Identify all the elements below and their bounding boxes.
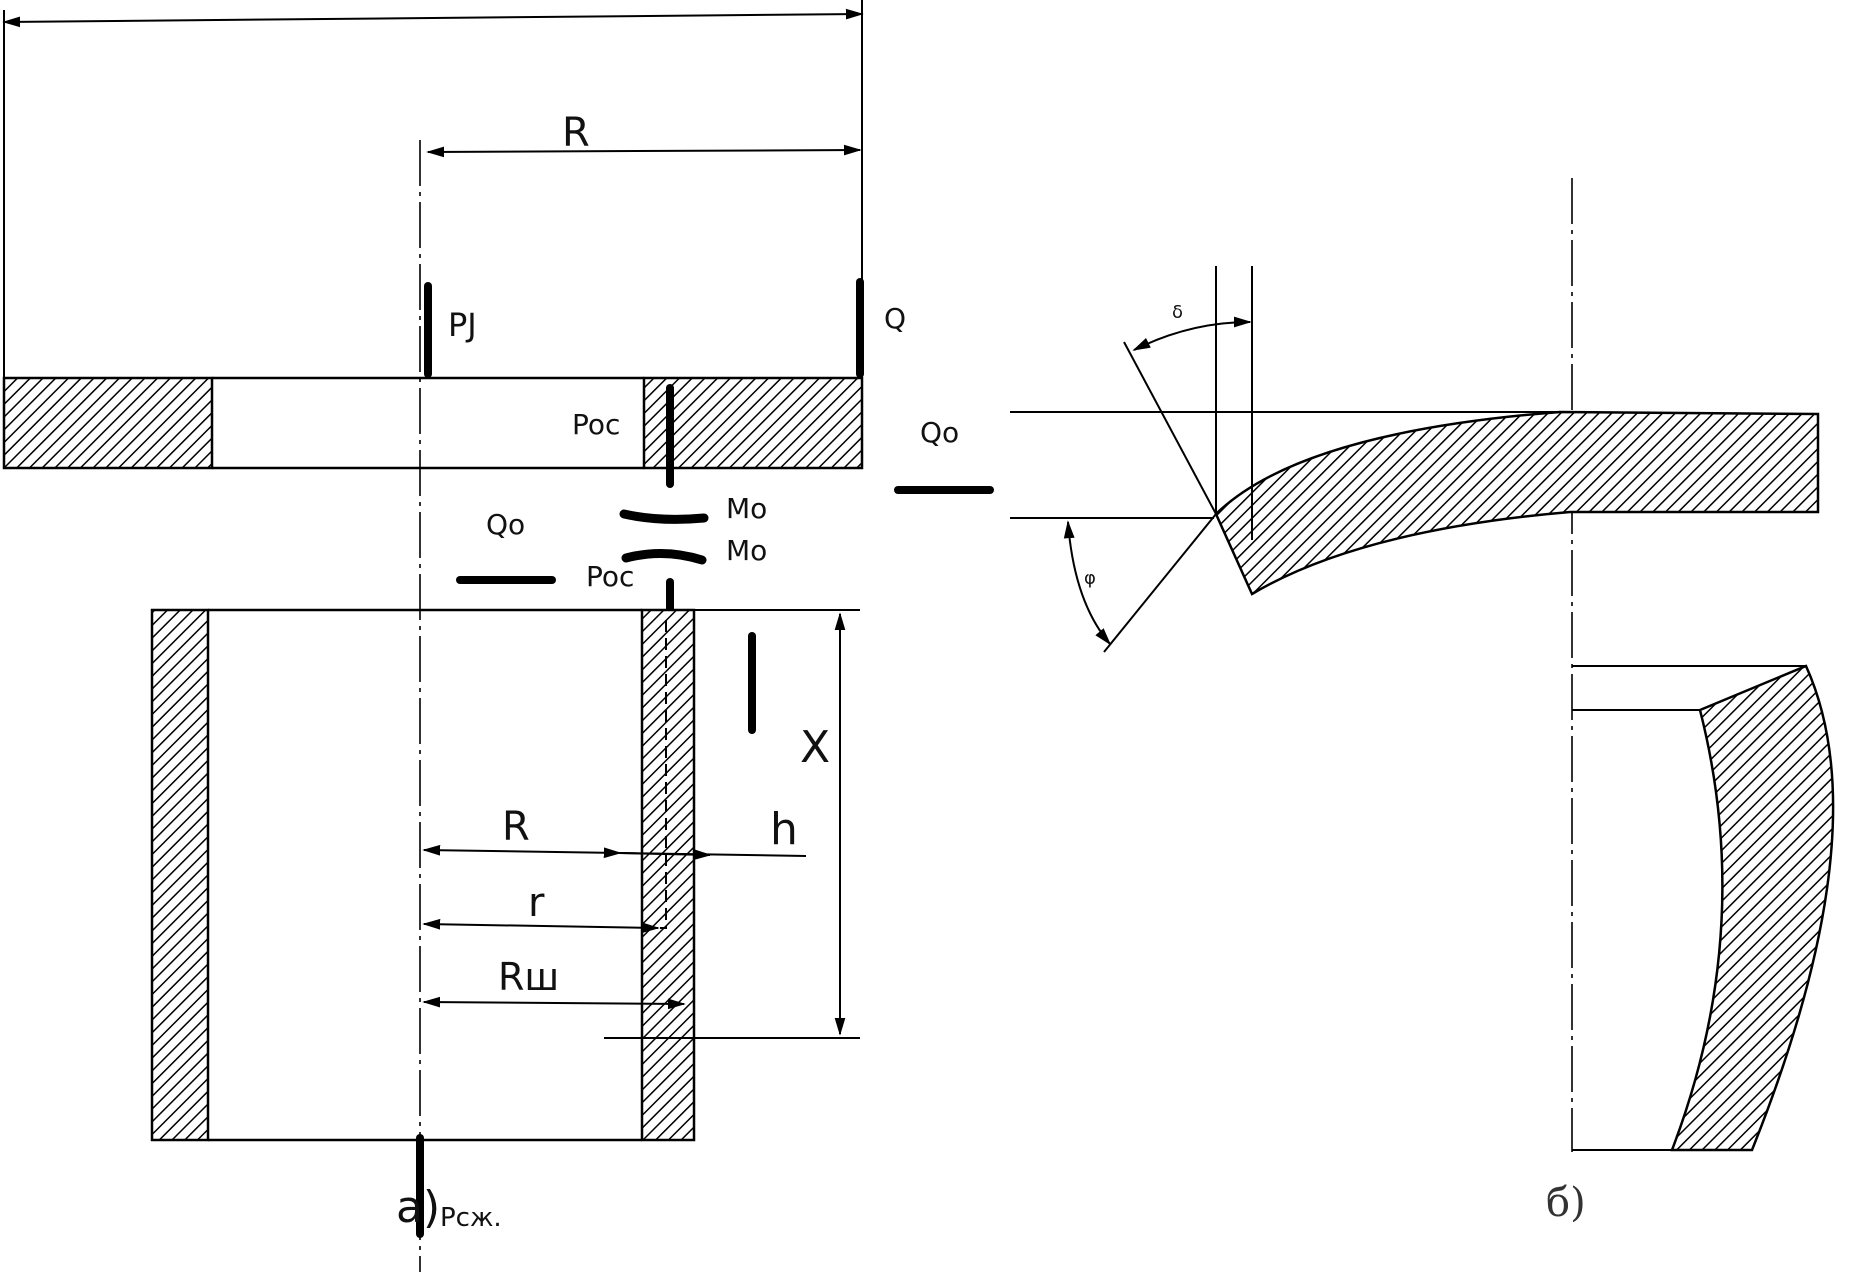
curved-shell-wall bbox=[1670, 664, 1835, 1152]
pj-label: PJ bbox=[448, 306, 477, 344]
shell-right-wall bbox=[640, 608, 696, 1142]
left-view: R PJ Q Poc Qo Qo Mo Mo Poc bbox=[2, 0, 994, 1272]
inclined-line-upper bbox=[1123, 341, 1217, 515]
top-plate bbox=[2, 376, 864, 470]
inclined-line-lower bbox=[1103, 513, 1217, 653]
cylindrical-shell bbox=[150, 608, 696, 1142]
mo-lower-moment-arrow bbox=[621, 548, 707, 565]
phi-angle-arc bbox=[1063, 520, 1112, 646]
right-view-caption: б) bbox=[1546, 1180, 1586, 1226]
h-label: h bbox=[770, 804, 798, 855]
phi-label: φ bbox=[1084, 568, 1096, 589]
shell-wall-section bbox=[1572, 664, 1835, 1152]
delta-label: δ bbox=[1172, 302, 1183, 323]
r-inner-label: r bbox=[528, 880, 545, 926]
x-label: X bbox=[800, 722, 830, 773]
mo-lower-label: Mo bbox=[726, 534, 767, 567]
mo-upper-label: Mo bbox=[726, 492, 767, 525]
shell-midline bbox=[660, 620, 667, 929]
left-view-caption: а) bbox=[396, 1182, 440, 1233]
qo-right-label: Qo bbox=[920, 416, 959, 449]
q-label: Q bbox=[884, 302, 906, 335]
right-view: δ φ б) bbox=[1010, 178, 1835, 1226]
top-radius-label: R bbox=[562, 110, 590, 156]
top-radius-dimension: R bbox=[426, 110, 862, 158]
top-overall-dimension bbox=[2, 0, 864, 380]
r-mid-label: Rш bbox=[498, 955, 559, 999]
poc-lower-label: Poc bbox=[586, 560, 634, 593]
delta-angle-arc bbox=[1132, 316, 1252, 351]
deflected-plate-section bbox=[1214, 410, 1820, 596]
r-outer-label: R bbox=[502, 804, 530, 850]
top-plate-left-section bbox=[2, 376, 214, 470]
qo-left-label: Qo bbox=[486, 508, 525, 541]
r-mid-dimension: Rш bbox=[422, 955, 686, 1010]
mo-upper-moment-arrow bbox=[619, 509, 709, 524]
pcx-label: Pcж. bbox=[440, 1203, 502, 1233]
r-outer-dimension: R h bbox=[422, 804, 807, 861]
r-inner-dimension: r bbox=[422, 880, 660, 934]
poc-upper-label: Poc bbox=[572, 408, 620, 441]
top-plate-right-section bbox=[642, 376, 864, 470]
shell-left-wall bbox=[150, 608, 210, 1142]
x-dimension: X bbox=[604, 609, 860, 1039]
